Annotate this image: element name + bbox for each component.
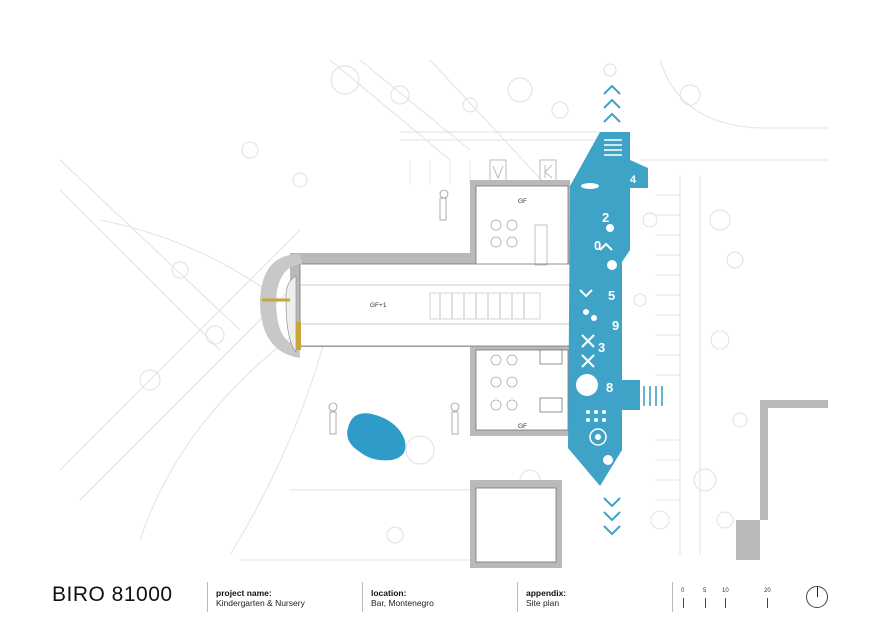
appendix-value: Site plan xyxy=(526,598,560,608)
wing-stairs xyxy=(539,349,563,413)
playful-path: 2 5 8 9 3 0 4 xyxy=(568,84,663,536)
wing-circles xyxy=(490,219,518,411)
scale-tick xyxy=(705,598,706,608)
svg-text:8: 8 xyxy=(606,380,613,395)
pond xyxy=(347,413,406,461)
scale-tick-label: 20 xyxy=(764,588,771,594)
location-label: location: xyxy=(371,588,407,598)
divider xyxy=(672,582,673,612)
main-wing xyxy=(299,263,571,347)
svg-text:0: 0 xyxy=(594,238,601,253)
road-marks xyxy=(489,159,557,183)
south-wing-label: GF xyxy=(518,423,527,430)
divider xyxy=(517,582,518,612)
north-wing-label: GF xyxy=(518,198,527,205)
site-furniture xyxy=(328,189,460,435)
svg-text:4: 4 xyxy=(630,174,637,186)
parking-stalls xyxy=(409,160,680,501)
scale-tick-label: 10 xyxy=(722,588,729,594)
plan-labels: GF GF+1 GF xyxy=(370,198,527,430)
neighbor-building xyxy=(475,487,557,563)
divider xyxy=(362,582,363,612)
scale-tick xyxy=(725,598,726,608)
scale-tick xyxy=(683,598,684,608)
project-name-value: Kindergarten & Nursery xyxy=(216,598,305,608)
site-plan-drawing: 2 5 8 9 3 0 4 GF GF+1 GF xyxy=(59,59,828,568)
svg-text:2: 2 xyxy=(602,210,609,225)
svg-text:3: 3 xyxy=(598,340,605,355)
main-wing-details xyxy=(300,224,570,325)
scale-tick-label: 5 xyxy=(703,588,707,594)
svg-text:5: 5 xyxy=(608,288,615,303)
north-arrow-icon xyxy=(806,586,828,608)
scale-tick xyxy=(767,598,768,608)
main-wing-label: GF+1 xyxy=(370,302,387,309)
divider xyxy=(207,582,208,612)
buildings xyxy=(299,185,571,563)
appendix-label: appendix: xyxy=(526,588,567,598)
firm-name: BIRO 81000 xyxy=(52,583,173,606)
svg-text:9: 9 xyxy=(612,318,619,333)
background-trees xyxy=(139,63,748,544)
location-value: Bar, Montenegro xyxy=(371,598,434,608)
project-name-label: project name: xyxy=(216,588,272,598)
amphitheatre xyxy=(260,254,302,358)
background-roads xyxy=(59,59,828,561)
scale-tick-label: 0 xyxy=(681,588,685,594)
